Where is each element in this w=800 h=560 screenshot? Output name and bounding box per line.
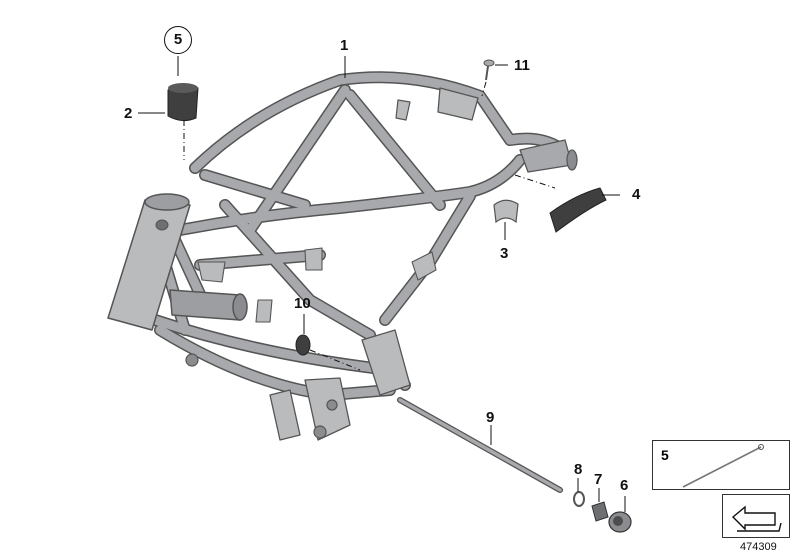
diagram-id: 474309 (740, 541, 777, 553)
callout-1: 1 (340, 37, 349, 54)
callout-3: 3 (500, 245, 509, 262)
arrow-icon (731, 505, 782, 532)
callout-9: 9 (486, 409, 495, 426)
callout-11: 11 (514, 57, 530, 74)
part-2-rubber-sleeve (167, 83, 199, 122)
part-3-clamp (493, 199, 519, 224)
dash-lines (183, 81, 556, 371)
inset-label: 5 (661, 447, 669, 463)
part-10-grommet (295, 334, 311, 356)
next-page-arrow-button[interactable] (722, 494, 790, 538)
part-6-nut (608, 511, 632, 533)
callout-10: 10 (294, 295, 311, 312)
part-11-screw (483, 59, 495, 81)
part-4-rubber-strip (549, 187, 607, 233)
inset-box-part-5: 5 (652, 440, 790, 490)
main-frame (107, 71, 578, 441)
cable-tie-illustration (682, 444, 764, 488)
callout-8: 8 (574, 461, 583, 478)
steering-head-tube (107, 199, 191, 331)
callout-2: 2 (124, 105, 133, 122)
part-8-washer (573, 491, 585, 507)
callout-6: 6 (620, 477, 629, 494)
leader-lines (138, 56, 626, 512)
part-9-axle-bolt (397, 397, 563, 493)
callout-4: 4 (632, 186, 641, 203)
part-7-spacer (591, 501, 609, 522)
callout-5-circled: 5 (164, 26, 192, 54)
callout-7: 7 (594, 471, 603, 488)
